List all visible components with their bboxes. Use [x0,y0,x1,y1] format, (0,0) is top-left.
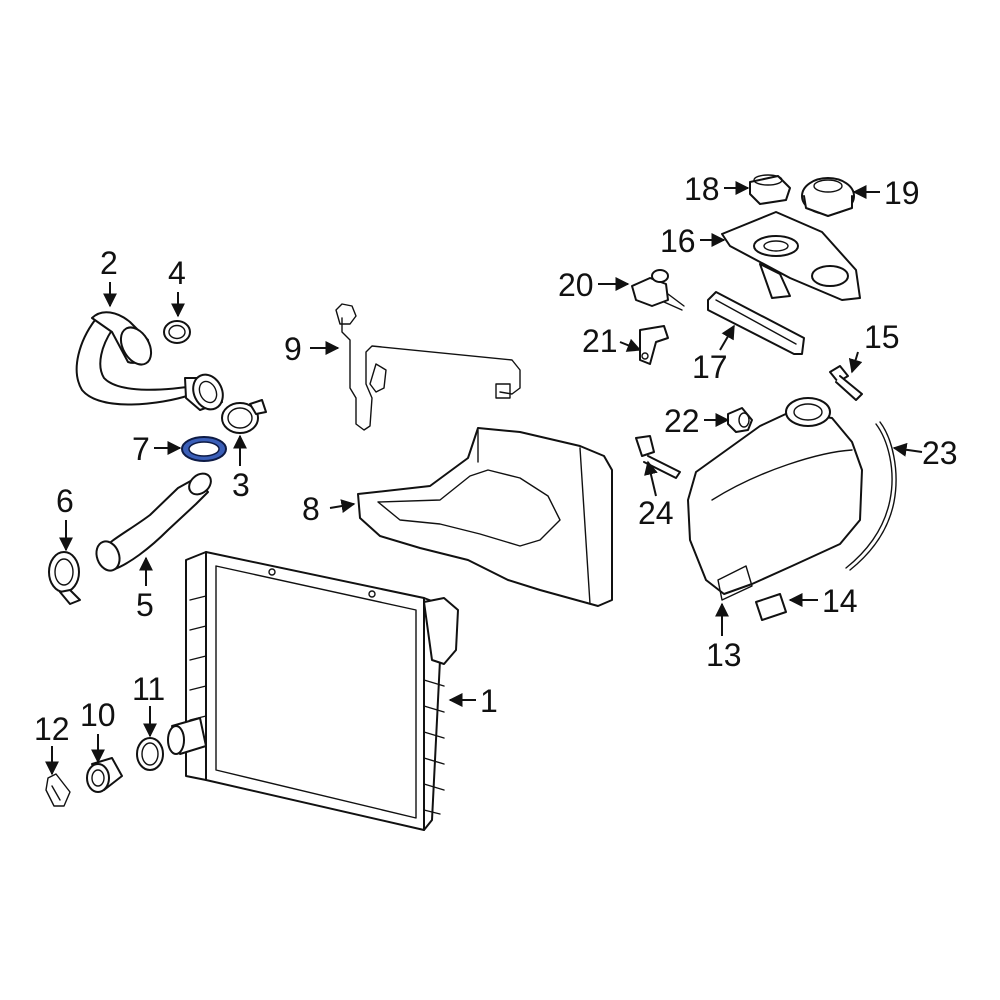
grommet-part-22[interactable] [727,407,753,433]
callout-13: 13 [706,637,742,673]
callout-22: 22 [664,403,700,439]
breather-tube-part-9[interactable] [335,303,521,431]
o-ring-part-11[interactable] [136,737,164,771]
cover-part-14[interactable] [755,593,787,621]
callout-24: 24 [638,495,674,531]
callout-8: 8 [302,491,320,527]
overflow-hose-part-23[interactable] [845,421,897,571]
callout-11: 11 [132,671,165,707]
callout-16: 16 [660,223,696,259]
callout-labels: 1 2 3 4 5 6 7 8 9 10 11 12 13 14 15 16 1… [34,171,958,747]
callout-23: 23 [922,435,958,471]
callout-12: 12 [34,711,70,747]
radiator-part-1[interactable] [167,551,459,831]
callout-15: 15 [864,319,900,355]
callout-1: 1 [480,683,498,719]
callout-3: 3 [232,467,250,503]
callout-18: 18 [684,171,720,207]
callout-7: 7 [132,431,150,467]
bracket-part-21[interactable] [639,325,669,365]
expansion-tank[interactable] [687,397,863,601]
hose-clamp-part-3[interactable] [221,399,267,434]
callout-19: 19 [884,175,920,211]
callout-14: 14 [822,583,858,619]
callout-20: 20 [558,267,594,303]
callout-6: 6 [56,483,74,519]
bolt-part-15[interactable] [829,365,863,401]
reservoir-bracket-part-16[interactable] [721,211,861,301]
hose-clamp-part-6[interactable] [48,551,81,605]
callout-10: 10 [80,697,116,733]
upper-hose-part-2[interactable] [75,311,229,414]
cap-part-19[interactable] [801,177,855,217]
o-ring-part-4[interactable] [163,320,191,344]
cap-part-18[interactable] [749,174,791,205]
sensor-part-24[interactable] [635,435,681,479]
callout-5: 5 [136,587,154,623]
leader-lines [45,181,923,776]
clip-part-12[interactable] [45,773,71,807]
lower-hose-part-5[interactable] [93,469,215,573]
rail-part-17[interactable] [707,291,805,355]
valve-part-20[interactable] [631,269,685,311]
callout-2: 2 [100,245,118,281]
callout-4: 4 [168,255,186,291]
fitting-part-10[interactable] [86,757,123,793]
callout-9: 9 [284,331,302,367]
fan-shroud-part-8[interactable] [357,427,613,607]
callout-17: 17 [692,349,728,385]
callout-21: 21 [582,323,618,359]
highlighted-seal-part-7[interactable] [181,436,227,462]
